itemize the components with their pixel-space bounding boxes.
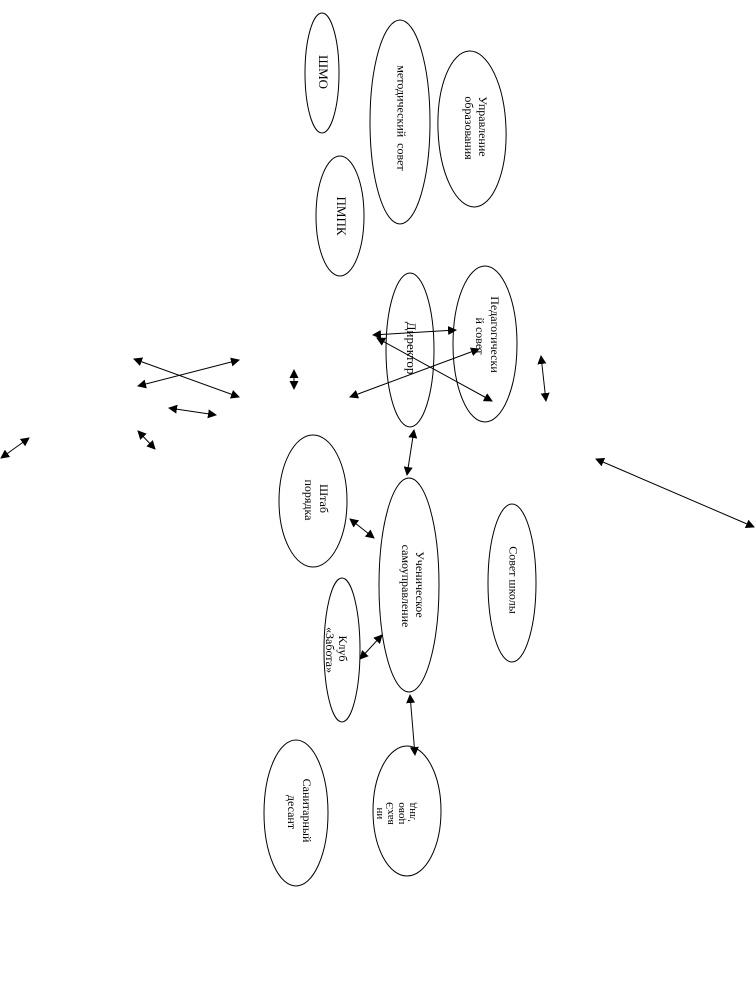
arrow-long-right (595, 458, 755, 528)
node-shmo (304, 12, 340, 134)
label-pedagogical-line-2: й совет (473, 318, 487, 356)
arrow-club-studentgov (359, 634, 383, 660)
label-student-gov-line-2: самоуправление (399, 545, 413, 628)
arrow-cross-a (133, 357, 240, 399)
arrow-director-studentgov (403, 429, 418, 476)
label-pmpk: ПМПК (334, 196, 349, 235)
label-order-staff: Штаб порядка (302, 479, 331, 521)
arrow-director-pedcouncil-c (376, 337, 493, 402)
label-sanitary-line-1: Санитарный (300, 779, 314, 843)
label-fragment-line-3: цово (395, 802, 407, 825)
label-student-gov-line-1: Ученическое (413, 551, 427, 617)
label-fragment-line-4: 'лнд (406, 802, 418, 821)
node-sanitary-squad (263, 739, 329, 887)
label-shmo: ШМО (316, 55, 331, 89)
label-club-line-1: Клуб (336, 636, 350, 662)
node-pmpk (315, 155, 365, 277)
label-pedagogical-line-1: Педагогически (488, 296, 502, 373)
label-education-line-2: образования (462, 96, 476, 160)
label-fragment-line-1: ин (373, 807, 385, 819)
arrow-small-horizontal (168, 404, 217, 419)
label-methodical-council: методический совет (394, 65, 408, 171)
label-club-zabota: Клуб «Забота» (323, 627, 350, 673)
arrow-director-pedcouncil-a (372, 325, 457, 340)
node-student-government (378, 477, 440, 693)
node-school-council (487, 503, 537, 663)
label-fragment-line-2: вахЭ (384, 802, 396, 825)
label-fragment: ин вахЭ цово 'лнд (373, 799, 418, 824)
arrow-small-diagonal (137, 430, 156, 450)
label-education-line-1: Управление (476, 96, 490, 156)
label-school-council: Совет школы (506, 546, 520, 614)
label-director: Директор (404, 322, 419, 375)
node-methodical-council (369, 19, 431, 225)
label-sanitary-line-2: десант (285, 795, 299, 830)
node-education-department (437, 50, 507, 208)
label-sanitary-squad: Санитарный десант (285, 779, 314, 846)
node-order-staff (278, 434, 348, 568)
label-education-department: Управление образования (462, 96, 490, 160)
label-order-staff-line-1: Штаб (317, 484, 331, 513)
label-order-staff-line-2: порядка (302, 479, 316, 521)
label-student-government: Ученическое самоуправление (399, 545, 427, 628)
arrow-cross-b (137, 357, 240, 389)
label-pedagogical-council: Педагогически й совет (473, 296, 502, 375)
arrow-pedcouncil-right (537, 355, 550, 402)
label-club-line-2: «Забота» (323, 627, 337, 673)
arrow-orderstaff-studentgov (349, 518, 375, 539)
arrow-studentgov-fragment (406, 694, 419, 756)
arrow-left-edge (0, 437, 30, 459)
